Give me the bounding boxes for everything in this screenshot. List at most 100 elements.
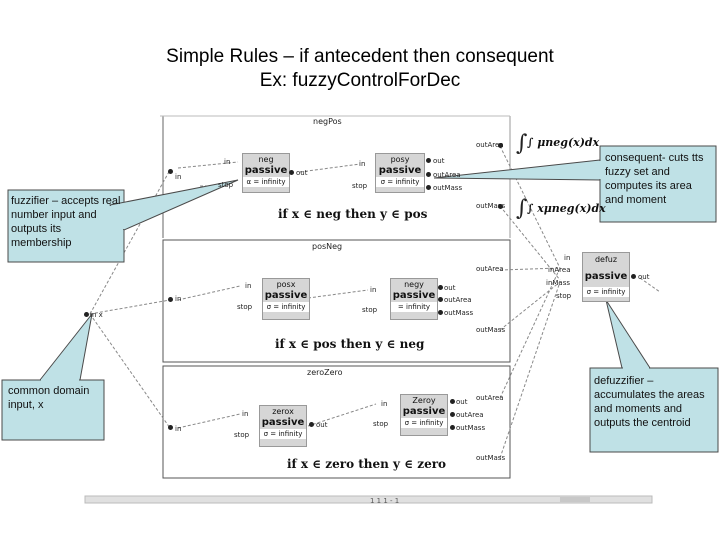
port-dot	[426, 158, 431, 163]
callout-consequent: consequent- cuts tts fuzzy set and compu…	[605, 152, 704, 206]
block-posy-outmass: outMass	[433, 184, 463, 192]
panel-top-outarea: outArea	[476, 141, 504, 149]
block-negy-name: negy	[404, 280, 424, 289]
panel-top-title: negPos	[313, 117, 342, 126]
port-dot	[289, 170, 294, 175]
block-zerox-mode: passive	[261, 417, 305, 428]
panel-bot-outarea: outArea	[476, 394, 504, 402]
panel-mid-in-label: in	[175, 295, 182, 303]
formula-area: ∫ μneg(x)dx	[527, 136, 600, 149]
slide-subtitle: Ex: fuzzyControlForDec	[259, 70, 461, 91]
block-posy-in: in	[359, 160, 366, 168]
block-zeroy-out: out	[456, 398, 468, 406]
block-posx-param: σ = infinity	[263, 302, 309, 312]
panel-mid-outarea: outArea	[476, 265, 504, 273]
port-dot	[84, 312, 89, 317]
block-posx[interactable]: posx passive σ = infinity	[262, 278, 310, 320]
port-dot	[498, 143, 503, 148]
block-posx-mode: passive	[264, 290, 308, 301]
panel-top-rule: if x ∈ neg then y ∈ pos	[278, 207, 428, 221]
block-neg-stop: stop	[218, 181, 234, 189]
block-negy-in: in	[370, 286, 377, 294]
block-negy-mode: passive	[392, 290, 436, 301]
block-defuz-out: out	[638, 273, 650, 281]
block-posx-name: posx	[276, 280, 296, 289]
panel-top-in-label: in	[175, 173, 182, 181]
block-defuz-inmass: inMass	[546, 279, 571, 287]
port-dot	[438, 310, 443, 315]
panel-mid-title: posNeg	[312, 242, 343, 251]
block-neg[interactable]: neg passive α = infinity	[242, 153, 290, 193]
block-defuz[interactable]: defuz passive σ = infinity	[582, 252, 630, 302]
port-dot	[309, 422, 314, 427]
block-posx-in: in	[245, 282, 252, 290]
port-dot	[426, 172, 431, 177]
block-zerox-out: out	[316, 421, 328, 429]
block-zeroy-mode: passive	[402, 406, 446, 417]
block-defuz-param: σ = infinity	[583, 287, 629, 297]
callout-defuzzifier: defuzzifier – accumulates the areas and …	[594, 375, 705, 429]
input-x-port: in x	[90, 311, 103, 319]
panel-top-outmass: outMass	[476, 202, 506, 210]
block-neg-param: α = infinity	[243, 177, 289, 187]
block-zeroy-outarea: outArea	[456, 411, 484, 419]
block-zerox[interactable]: zerox passive σ = infinity	[259, 405, 307, 447]
block-negy-out: out	[444, 284, 456, 292]
panel-bot-in-label: in	[175, 425, 182, 433]
block-zeroy-outmass: outMass	[456, 424, 486, 432]
block-zeroy-in: in	[381, 400, 388, 408]
port-dot	[450, 399, 455, 404]
block-negy-param: = infinity	[391, 302, 437, 312]
block-neg-out: out	[296, 169, 308, 177]
block-zeroy-param: σ = infinity	[401, 418, 447, 428]
port-dot	[631, 274, 636, 279]
block-zerox-in: in	[242, 410, 249, 418]
block-zeroy[interactable]: Zeroy passive σ = infinity	[400, 394, 448, 436]
panel-bot-title: zeroZero	[307, 368, 343, 377]
block-posy-mode: passive	[378, 165, 422, 176]
block-posy-name: posy	[390, 155, 410, 164]
svg-text:∫: ∫	[516, 196, 528, 221]
block-negy-outmass: outMass	[444, 309, 474, 317]
svg-text:∫: ∫	[516, 131, 528, 156]
block-negy-stop: stop	[362, 306, 378, 314]
block-defuz-name: defuz	[594, 255, 618, 264]
port-dot	[438, 285, 443, 290]
block-zerox-param: σ = infinity	[260, 429, 306, 439]
block-neg-mode: passive	[244, 165, 288, 176]
block-defuz-inarea: inArea	[548, 266, 571, 274]
panel-mid-rule: if x ∈ pos then y ∈ neg	[275, 337, 425, 351]
block-defuz-mode: passive	[584, 271, 628, 282]
panel-bot-rule: if x ∈ zero then y ∈ zero	[287, 457, 447, 471]
port-dot	[450, 412, 455, 417]
block-negy-outarea: outArea	[444, 296, 472, 304]
port-dot	[438, 297, 443, 302]
block-zeroy-stop: stop	[373, 420, 389, 428]
block-zeroy-name: Zeroy	[412, 396, 436, 405]
panel-bot-outmass: outMass	[476, 454, 506, 462]
block-defuz-stop: stop	[556, 292, 572, 300]
block-neg-in: in	[224, 158, 231, 166]
panel-mid-outmass: outMass	[476, 326, 506, 334]
port-dot	[498, 204, 503, 209]
block-zerox-name: zerox	[272, 407, 294, 416]
block-posy-outarea: outArea	[433, 171, 461, 179]
port-dot	[168, 297, 173, 302]
port-dot	[426, 185, 431, 190]
block-zerox-stop: stop	[234, 431, 250, 439]
block-posy-param: σ = infinity	[376, 177, 424, 187]
port-dot	[450, 425, 455, 430]
slide-title: Simple Rules – if antecedent then conseq…	[166, 46, 554, 67]
port-dot	[168, 169, 173, 174]
block-posy-stop: stop	[352, 182, 368, 190]
scrollbar-label: 1 1 1 - 1	[370, 497, 400, 505]
block-negy[interactable]: negy passive = infinity	[390, 278, 438, 320]
block-posy[interactable]: posy passive σ = infinity	[375, 153, 425, 193]
block-posx-stop: stop	[237, 303, 253, 311]
formula-moment: ∫ xμneg(x)dx	[527, 202, 606, 215]
callout-common-domain: common domain input, x	[8, 385, 90, 411]
port-dot	[168, 425, 173, 430]
callout-fuzzifier: fuzzifier – accepts real number input an…	[11, 195, 121, 249]
block-neg-name: neg	[258, 155, 274, 164]
